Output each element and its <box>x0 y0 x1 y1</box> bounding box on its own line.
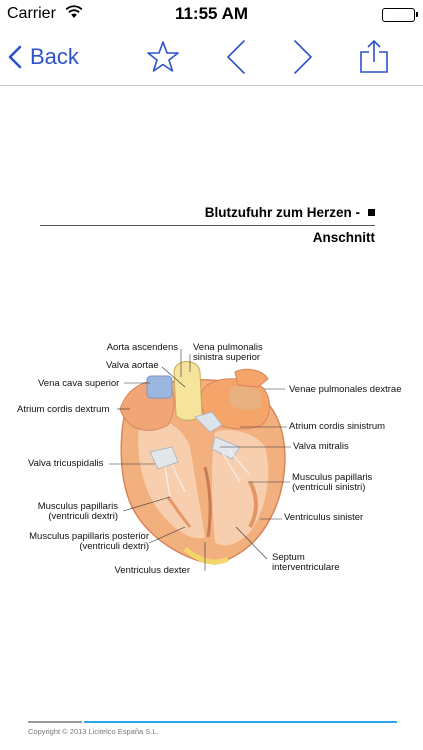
page-progress-bar <box>84 721 397 723</box>
label-vena-cava-superior: Vena cava superior <box>38 378 120 389</box>
wifi-icon <box>65 5 83 24</box>
chevron-left-icon <box>220 39 256 75</box>
page-title-line: Blutzufuhr zum Herzen - <box>40 205 375 220</box>
heart-drawing <box>109 349 291 571</box>
status-bar: Carrier 11:55 AM <box>0 0 423 28</box>
navigation-bar: Back <box>0 28 423 86</box>
clock: 11:55 AM <box>174 4 249 23</box>
label-musculus-papillaris-dextri-2: (ventriculi dextri) <box>48 511 118 522</box>
label-atrium-cordis-dextrum: Atrium cordis dextrum <box>17 404 110 415</box>
page-progress-track <box>28 721 82 723</box>
label-valva-mitralis: Valva mitralis <box>293 441 349 452</box>
label-ventriculus-sinister: Ventriculus sinister <box>284 512 364 523</box>
label-venae-pulmonales-dextrae: Venae pulmonales dextrae <box>289 384 402 395</box>
label-ventriculus-dexter: Ventriculus dexter <box>114 565 190 576</box>
previous-button[interactable] <box>220 39 256 75</box>
label-aorta-ascendens: Aorta ascendens <box>106 342 178 353</box>
share-icon <box>356 39 392 75</box>
label-atrium-cordis-sinistrum: Atrium cordis sinistrum <box>289 421 386 432</box>
back-button[interactable]: Back <box>8 39 79 75</box>
label-valva-aortae: Valva aortae <box>106 360 159 371</box>
label-musculus-papillaris-dextri-1: Musculus papillaris <box>37 501 118 512</box>
label-septum-2: interventriculare <box>272 562 340 573</box>
label-musculus-papillaris-posterior-1: Musculus papillaris posterior <box>29 531 149 542</box>
share-button[interactable] <box>356 39 392 75</box>
chevron-right-icon <box>285 39 321 75</box>
document-page: Blutzufuhr zum Herzen - Anschnitt <box>0 87 423 750</box>
copyright-text: Copyright © 2013 Licitelco España S.L. <box>28 727 159 736</box>
label-musculus-papillaris-posterior-2: (ventriculi dextri) <box>79 541 149 552</box>
page-subtitle: Anschnitt <box>312 230 375 245</box>
page-footer: Copyright © 2013 Licitelco España S.L. <box>0 717 423 750</box>
heart-illustration: Aorta ascendens Vena pulmonalis sinistra… <box>0 87 423 750</box>
label-vena-pulmonalis-1: Vena pulmonalis <box>193 342 263 353</box>
label-valva-tricuspidalis: Valva tricuspidalis <box>28 458 104 469</box>
page-title: Blutzufuhr zum Herzen - <box>204 205 360 220</box>
label-musculus-papillaris-sinistri-1: Musculus papillaris <box>292 472 373 483</box>
bullet-square-icon <box>368 209 375 216</box>
page-header: Blutzufuhr zum Herzen - Anschnitt <box>40 205 375 245</box>
label-vena-pulmonalis-2: sinistra superior <box>193 352 261 363</box>
battery-icon <box>382 8 418 22</box>
title-rule <box>40 225 375 226</box>
label-septum-1: Septum <box>272 552 305 563</box>
chevron-left-icon <box>8 45 22 69</box>
label-musculus-papillaris-sinistri-2: (ventriculi sinistri) <box>292 482 366 493</box>
next-button[interactable] <box>285 39 321 75</box>
back-label: Back <box>30 44 79 69</box>
carrier-label: Carrier <box>7 5 56 22</box>
favorite-button[interactable] <box>145 39 181 75</box>
star-icon <box>145 39 181 75</box>
